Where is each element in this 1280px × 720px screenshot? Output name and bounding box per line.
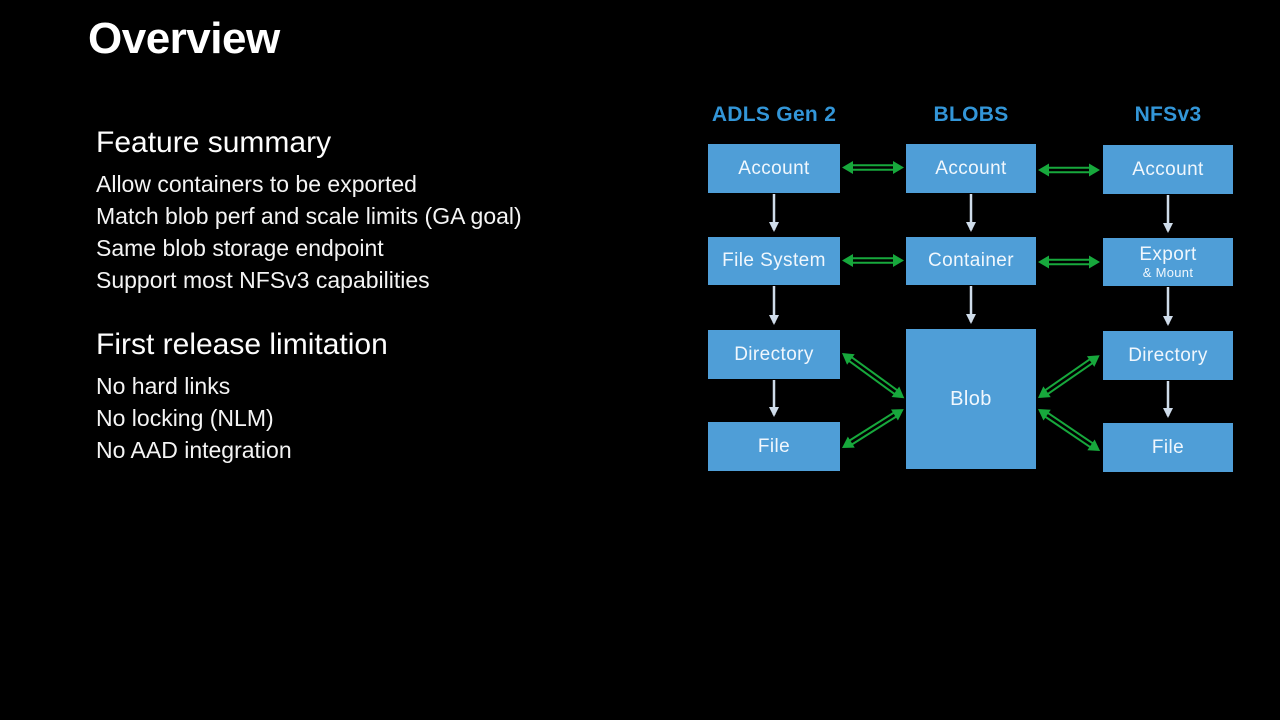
page-title: Overview <box>88 14 280 63</box>
box-blobs-container: Container <box>906 237 1036 285</box>
bullet-line: Match blob perf and scale limits (GA goa… <box>96 203 522 229</box>
box-label: Directory <box>1128 344 1208 366</box>
arrow-container-export <box>1038 255 1100 269</box>
box-label: Export <box>1139 243 1197 265</box>
box-nfsv3-directory: Directory <box>1103 331 1233 380</box>
box-adls-file-system: File System <box>708 237 840 285</box>
box-label: Account <box>1132 158 1204 180</box>
arrow-adls-directory-blob <box>842 353 905 399</box>
column-header-blobs: BLOBS <box>933 103 1009 126</box>
box-label: Account <box>738 157 810 179</box>
bullet-line: Support most NFSv3 capabilities <box>96 267 430 293</box>
column-header-adls-gen2: ADLS Gen 2 <box>711 103 837 126</box>
box-sublabel: & Mount <box>1142 264 1194 280</box>
bullet-line: No hard links <box>96 373 231 399</box>
box-nfsv3-export-mount: Export & Mount <box>1103 238 1233 286</box>
arrow-blob-nfs-file <box>1038 409 1101 452</box>
box-label: File System <box>722 250 826 271</box>
arrow-account-adls-blobs <box>842 161 904 174</box>
box-label: Container <box>928 250 1014 271</box>
box-blobs-blob: Blob <box>906 329 1036 469</box>
box-label: File <box>1151 436 1185 458</box>
bullet-line: Same blob storage endpoint <box>96 235 384 261</box>
arrow-account-blobs-nfs <box>1038 163 1100 177</box>
arrow-blob-nfs-directory <box>1038 355 1100 398</box>
box-label: Account <box>935 157 1007 179</box>
first-release-limitation-section: First release limitation No hard links N… <box>96 326 388 466</box>
box-adls-directory: Directory <box>708 330 840 379</box>
box-nfsv3-account: Account <box>1103 145 1233 194</box>
box-label: Directory <box>734 343 814 365</box>
column-header-nfsv3: NFSv3 <box>1134 103 1202 126</box>
bullet-line: Allow containers to be exported <box>96 171 417 197</box>
box-label: Blob <box>950 387 992 410</box>
feature-summary-section: Feature summary Allow containers to be e… <box>96 124 522 296</box>
box-label: File <box>757 435 791 457</box>
arrow-filesystem-container <box>842 254 904 267</box>
box-blobs-account: Account <box>906 144 1036 193</box>
section-heading: Feature summary <box>96 126 332 159</box>
box-nfsv3-file: File <box>1103 423 1233 472</box>
arrow-adls-file-blob <box>842 409 904 448</box>
bullet-line: No locking (NLM) <box>96 405 274 431</box>
section-heading: First release limitation <box>96 328 388 361</box>
box-adls-file: File <box>708 422 840 471</box>
box-adls-account: Account <box>708 144 840 193</box>
bullet-line: No AAD integration <box>96 437 292 463</box>
